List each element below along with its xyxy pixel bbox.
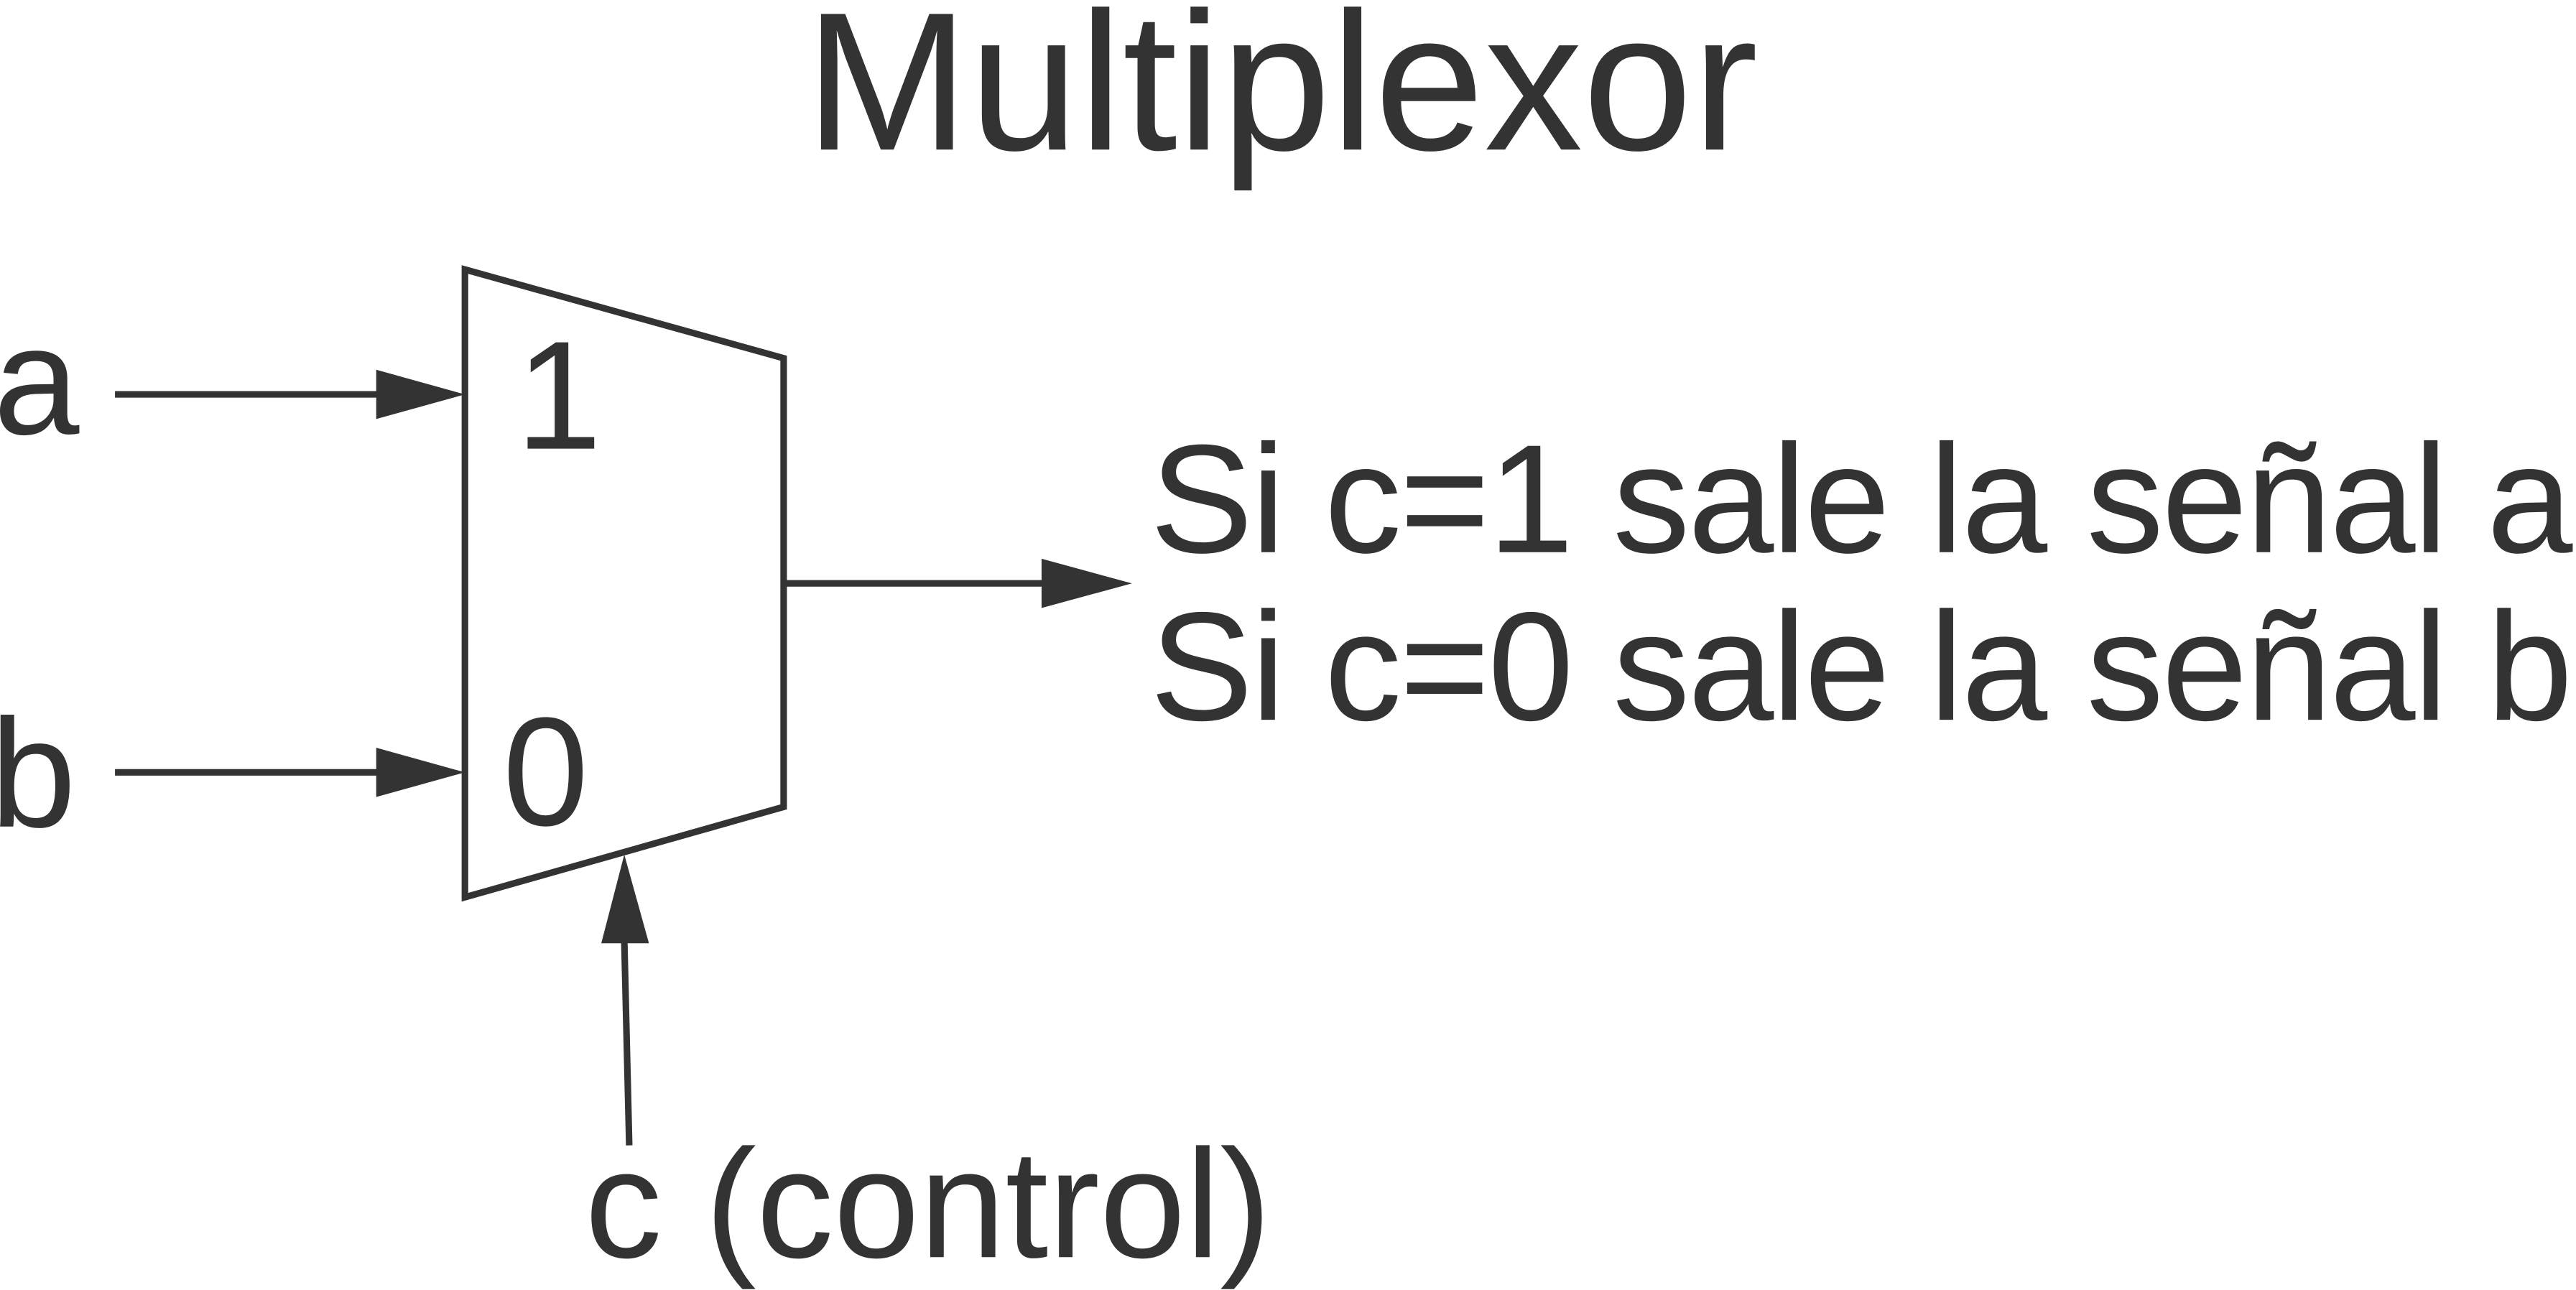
description-line-2: Si c=0 sale la señal b <box>1150 580 2573 753</box>
input-a-label: a <box>0 294 80 467</box>
control-arrow-line <box>621 939 633 1146</box>
control-arrowhead <box>601 854 649 944</box>
diagram-title: Multiplexor <box>805 0 1758 192</box>
mux-input-0-label: 0 <box>503 685 589 858</box>
mux-input-1-label: 1 <box>516 309 602 482</box>
description-line-1: Si c=1 sale la señal a <box>1150 412 2573 585</box>
mux-body <box>461 265 787 902</box>
output-arrowhead <box>1041 558 1132 608</box>
input-b-arrowhead <box>376 747 465 797</box>
input-a-arrowhead <box>376 369 465 419</box>
control-label: c (control) <box>585 1117 1271 1290</box>
input-b-label: b <box>0 687 76 860</box>
